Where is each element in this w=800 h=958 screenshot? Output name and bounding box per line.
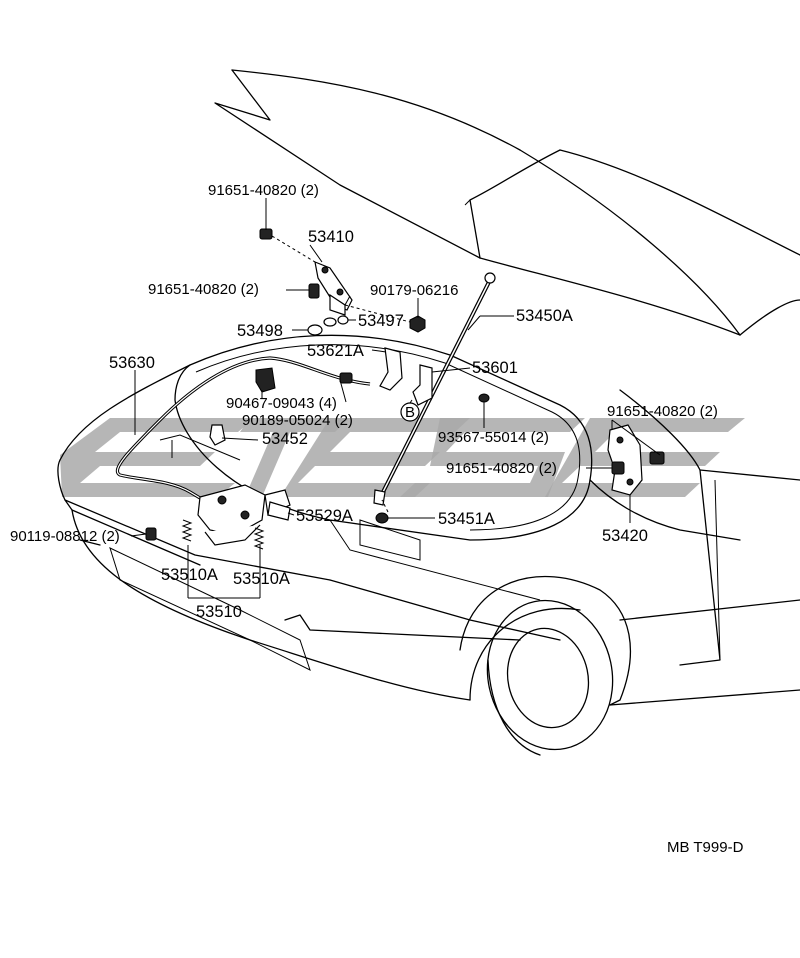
label-lock-bracket: 53529A [296, 507, 353, 525]
label-cushion-53452: 53452 [262, 430, 308, 448]
clip-icon [339, 372, 353, 384]
label-bolt-top: 91651-40820 (2) [208, 182, 319, 199]
retainer-icon [323, 317, 337, 327]
label-clamp-90467: 90467-09043 (4) [226, 395, 337, 412]
label-cushion-53498: 53498 [237, 322, 283, 340]
cushion-53452-icon [209, 424, 226, 446]
label-release-lever: 53621A [307, 342, 364, 360]
bolt-90119-icon [145, 527, 157, 541]
label-grommet-93567: 93567-55014 (2) [438, 429, 549, 446]
hood-lock-icon [197, 484, 291, 546]
bolt-hinge-rh-icon [649, 451, 665, 465]
label-bolt-90119: 90119-08812 (2) [10, 528, 120, 545]
bolt-top-icon [259, 228, 273, 240]
label-bolt-hinge-rh-lower: 91651-40820 (2) [446, 460, 557, 477]
nut-90179-icon [409, 315, 426, 333]
watermark-logo [60, 418, 745, 497]
label-ref-marker: B [405, 404, 415, 421]
spring-right-icon [253, 527, 265, 550]
label-hinge-lh: 53410 [308, 228, 354, 246]
label-clip-90189: 90189-05024 (2) [242, 412, 353, 429]
diagram-code: MB T999-D [667, 839, 744, 856]
label-hood-lock: 53510 [196, 603, 242, 621]
label-retainer-53497: 53497 [358, 312, 404, 330]
parts-group [115, 228, 665, 550]
car-body-outline [57, 69, 800, 756]
release-lever-icon [379, 347, 403, 391]
label-bolt-hinge-lh: 91651-40820 (2) [148, 281, 259, 298]
label-nut-90179: 90179-06216 [370, 282, 458, 299]
stay-rod-icon [373, 272, 496, 506]
stay-holder-icon [412, 364, 433, 406]
cushion-53498-icon [307, 324, 323, 336]
leader-lines [130, 198, 661, 599]
lock-bracket-icon [267, 501, 291, 521]
label-stay-grommet: 53451A [438, 510, 495, 528]
label-stay-holder: 53601 [472, 359, 518, 377]
label-release-cable: 53630 [109, 354, 155, 372]
grommet-icon [478, 393, 490, 403]
hinge-rh-icon [607, 424, 665, 496]
label-spring-left: 53510A [161, 566, 218, 584]
stay-grommet-icon [375, 512, 389, 524]
label-hinge-rh: 53420 [602, 527, 648, 545]
spring-left-icon [181, 519, 193, 542]
bolt-hinge-lh-icon [308, 283, 320, 299]
clamp-icon [255, 367, 276, 393]
retainer-53497-icon [337, 315, 349, 325]
hinge-lh-icon [314, 261, 353, 316]
label-spring-right: 53510A [233, 570, 290, 588]
part-labels: 91651-40820 (2) 53410 91651-40820 (2) 90… [10, 182, 744, 856]
label-bolt-hinge-rh-upper: 91651-40820 (2) [607, 403, 718, 420]
label-stay-rod: 53450A [516, 307, 573, 325]
